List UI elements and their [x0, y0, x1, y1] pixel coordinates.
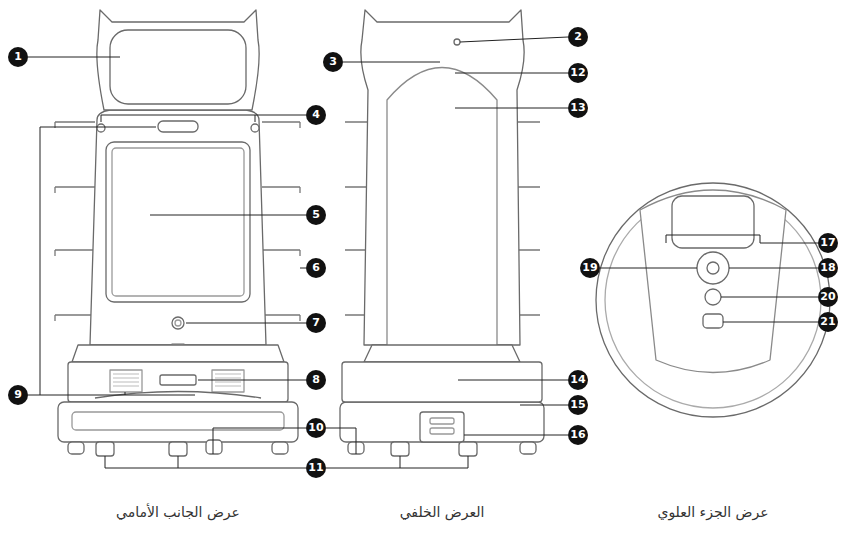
- callout-number: 15: [568, 395, 588, 415]
- callout-number: 9: [8, 385, 28, 405]
- callout-number: 4: [306, 105, 326, 125]
- callout-number: 14: [568, 370, 588, 390]
- back-view: [340, 10, 544, 456]
- callout-number: 3: [323, 52, 343, 72]
- callout-number: 20: [818, 287, 838, 307]
- callout-number: 18: [818, 258, 838, 278]
- view-caption: عرض الجزء العلوي: [657, 504, 768, 520]
- callout-number: 7: [306, 313, 326, 333]
- top-view: [596, 183, 830, 417]
- callout-number: 19: [580, 258, 600, 278]
- view-caption: العرض الخلفي: [400, 504, 485, 520]
- callout-number: 10: [306, 418, 326, 438]
- callout-number: 16: [568, 425, 588, 445]
- callout-number: 1: [8, 47, 28, 67]
- callout-number: 17: [818, 233, 838, 253]
- callout-number: 12: [568, 63, 588, 83]
- callout-number: 6: [306, 258, 326, 278]
- callout-number: 5: [306, 205, 326, 225]
- callout-number: 8: [306, 370, 326, 390]
- callout-number: 11: [306, 458, 326, 478]
- view-caption: عرض الجانب الأمامي: [116, 504, 240, 520]
- callout-number: 2: [568, 27, 588, 47]
- callout-number: 21: [818, 312, 838, 332]
- leader-lines: [28, 37, 818, 468]
- front-view: [55, 10, 300, 456]
- callout-number: 13: [568, 98, 588, 118]
